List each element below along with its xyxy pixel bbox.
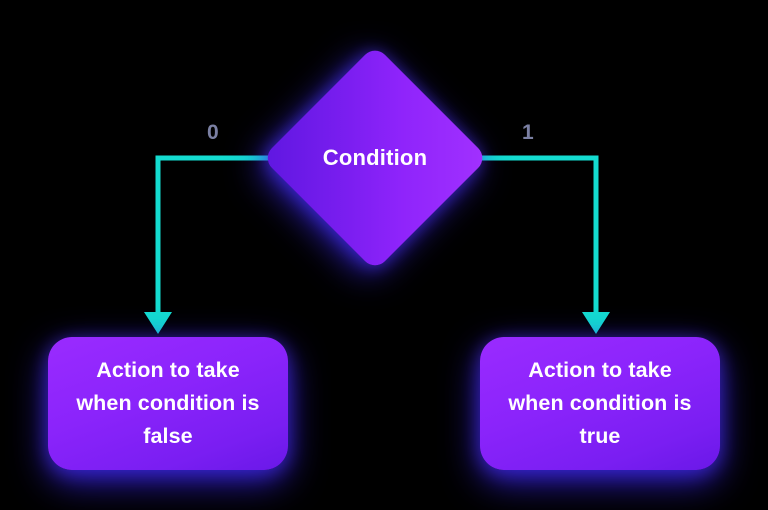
decision-diamond-shape <box>261 44 489 272</box>
action-node-false-label: Action to take when condition is false <box>76 358 260 448</box>
connector-false-branch <box>155 155 269 315</box>
connector-true-branch <box>481 155 599 315</box>
action-node-false[interactable]: Action to take when condition is false <box>48 337 288 470</box>
action-node-true-label: Action to take when condition is true <box>508 358 692 448</box>
edge-label-false: 0 <box>207 121 219 144</box>
decision-node[interactable]: Condition <box>261 44 489 272</box>
action-node-true[interactable]: Action to take when condition is true <box>480 337 720 470</box>
edge-label-true: 1 <box>522 121 534 144</box>
arrowhead-true-branch <box>582 312 610 334</box>
arrowhead-false-branch <box>144 312 172 334</box>
